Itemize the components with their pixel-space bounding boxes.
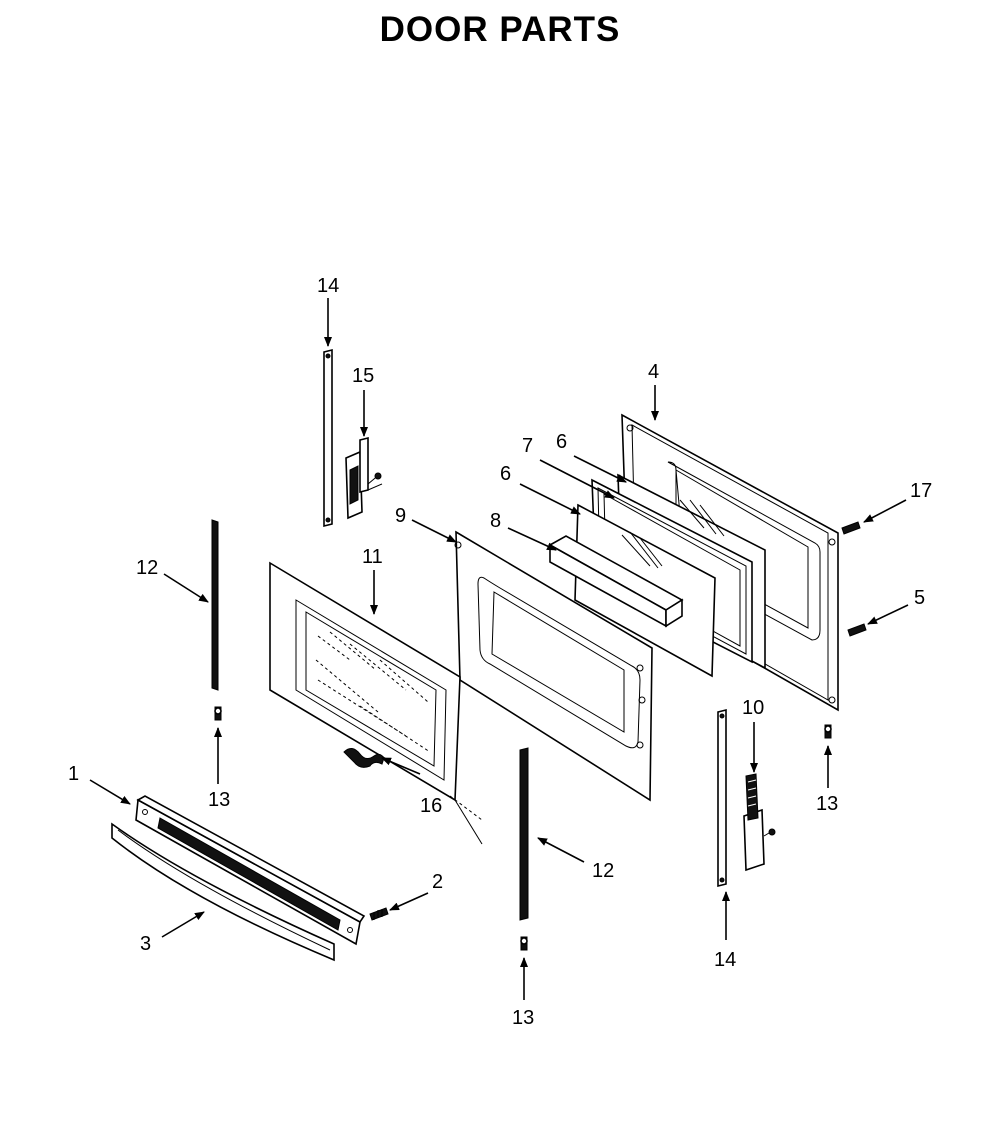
callout-17: 17 — [910, 480, 932, 502]
door-inner-panel — [454, 530, 653, 802]
door-handle — [111, 822, 335, 962]
callout-16: 16 — [420, 795, 442, 817]
callout-14-top: 14 — [317, 275, 339, 297]
callout-8: 8 — [490, 510, 501, 532]
door-insulation — [548, 535, 684, 628]
hinge-upper — [345, 436, 383, 520]
page-title: DOOR PARTS — [379, 10, 621, 49]
callout-7: 7 — [522, 435, 533, 457]
callout-2: 2 — [432, 871, 443, 893]
screw-left — [214, 706, 222, 721]
callout-1: 1 — [68, 763, 79, 785]
door-trim-panel — [135, 795, 366, 946]
callout-13-center: 13 — [512, 1007, 534, 1029]
callout-13-left: 13 — [208, 789, 230, 811]
hinge-receiver-right — [717, 708, 727, 888]
callout-5: 5 — [914, 587, 925, 609]
callout-12-left: 12 — [136, 557, 158, 579]
callout-4: 4 — [648, 361, 659, 383]
callout-6-rear: 6 — [556, 431, 567, 453]
callout-leaders — [89, 298, 909, 1000]
hinge-receiver-left — [323, 348, 333, 528]
callout-3: 3 — [140, 933, 151, 955]
callout-13-right: 13 — [816, 793, 838, 815]
screw-17 — [841, 521, 861, 535]
screw-center — [520, 936, 528, 951]
side-trim-right — [519, 747, 529, 921]
callout-9: 9 — [395, 505, 406, 527]
callout-15: 15 — [352, 365, 374, 387]
trim-screw — [369, 907, 389, 921]
callout-labels: 1 2 3 4 5 6 6 7 8 9 10 11 12 12 13 13 13… — [68, 275, 932, 1029]
screw-5 — [847, 623, 867, 637]
side-trim-left — [211, 519, 219, 691]
callout-6-front: 6 — [500, 463, 511, 485]
screw-right — [824, 724, 832, 739]
callout-11: 11 — [362, 546, 383, 568]
callout-12-right: 12 — [592, 860, 614, 882]
hinge-lower — [743, 773, 776, 872]
callout-14-bottom: 14 — [714, 949, 736, 971]
callout-10: 10 — [742, 697, 764, 719]
outer-door-panel — [269, 561, 483, 845]
